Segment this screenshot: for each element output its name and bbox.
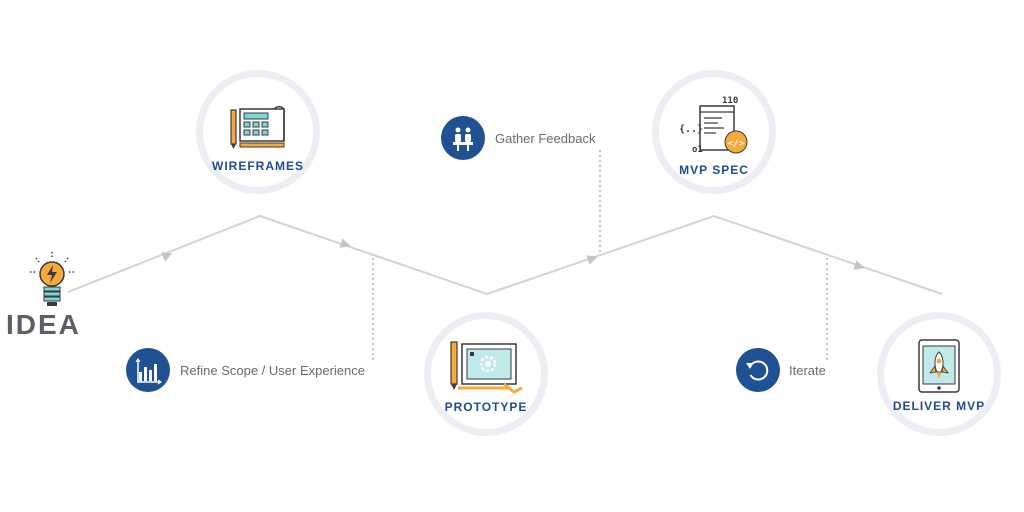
deliver-stage bbox=[877, 312, 1001, 436]
code-spec-icon: 110 {..} o1 </> bbox=[679, 96, 748, 155]
path-arrow-3 bbox=[586, 255, 598, 265]
feedback-bubble bbox=[441, 116, 485, 160]
wireframes-icon bbox=[230, 106, 286, 149]
refresh-icon bbox=[746, 360, 769, 381]
meeting-icon bbox=[453, 127, 473, 151]
iterate-bubble bbox=[736, 348, 780, 392]
refine-bubble bbox=[126, 348, 170, 392]
svg-text:110: 110 bbox=[722, 96, 738, 106]
idea-title: IDEA bbox=[6, 309, 81, 340]
path-line bbox=[67, 214, 943, 296]
path-arrow-1 bbox=[161, 252, 173, 262]
path-arrow-2 bbox=[339, 238, 351, 248]
svg-text:o1: o1 bbox=[692, 145, 703, 155]
deliver-label: DELIVER MVP bbox=[892, 399, 986, 413]
prototype-label: PROTOTYPE bbox=[444, 400, 528, 414]
lightbulb-icon bbox=[30, 252, 74, 306]
tablet-rocket-icon bbox=[918, 339, 960, 393]
refine-note: Refine Scope / User Experience bbox=[180, 363, 365, 378]
svg-text:</>: </> bbox=[728, 139, 745, 149]
bar-chart-icon bbox=[135, 358, 162, 385]
mvp-spec-stage bbox=[652, 70, 776, 194]
path-arrow-4 bbox=[853, 260, 865, 270]
feedback-note: Gather Feedback bbox=[495, 131, 596, 146]
prototype-icon bbox=[450, 341, 523, 394]
wireframes-label: WIREFRAMES bbox=[212, 159, 304, 173]
mvp-spec-label: MVP SPEC bbox=[679, 163, 749, 177]
iterate-note: Iterate bbox=[789, 363, 826, 378]
svg-text:{..}: {..} bbox=[679, 124, 703, 135]
